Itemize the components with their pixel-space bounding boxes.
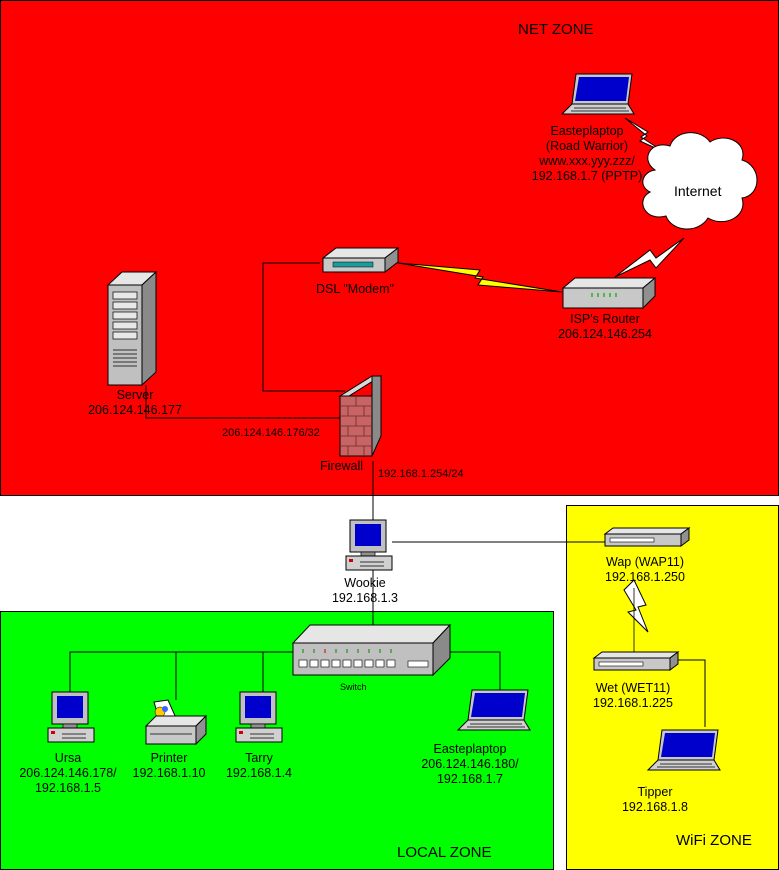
router-icon [561, 276, 657, 310]
firewall-ext-ip: 206.124.146.176/32 [222, 427, 320, 439]
lightning-link-icon [397, 262, 563, 293]
local-zone-label: LOCAL ZONE [397, 844, 492, 861]
wap-label: Wap (WAP11)192.168.1.250 [605, 555, 685, 584]
switch-label: Switch [340, 682, 367, 692]
wired-links [69, 262, 706, 727]
laptop-icon [561, 73, 635, 115]
roadwarrior-label: Easteplaptop(Road Warrior) www.xxx.yyy.z… [531, 124, 643, 183]
firewall-int-ip: 192.168.1.254/24 [378, 468, 464, 480]
net-zone-label: NET ZONE [518, 21, 594, 38]
firewall-label: Firewall [320, 459, 364, 473]
wet-label: Wet (WET11)192.168.1.225 [593, 681, 673, 710]
dsl-modem-label: DSL "Modem" [316, 282, 394, 296]
workstation-icon [235, 691, 283, 743]
lightning-link-icon [623, 579, 649, 633]
server-tower-icon [106, 270, 158, 387]
laptop-icon [457, 689, 531, 731]
firewall-brick-icon [338, 375, 383, 457]
internet-label: Internet [674, 183, 722, 199]
access-point-icon [604, 527, 690, 547]
workstation-icon [47, 691, 95, 743]
printer-icon [144, 699, 208, 746]
access-point-icon [593, 651, 679, 671]
wifi-zone-label: WiFi ZONE [676, 832, 752, 849]
workstation-icon [345, 519, 393, 571]
hub-switch-icon [291, 623, 452, 677]
modem-icon [321, 246, 400, 274]
cloud-icon [642, 132, 758, 230]
laptop-icon [647, 729, 721, 771]
